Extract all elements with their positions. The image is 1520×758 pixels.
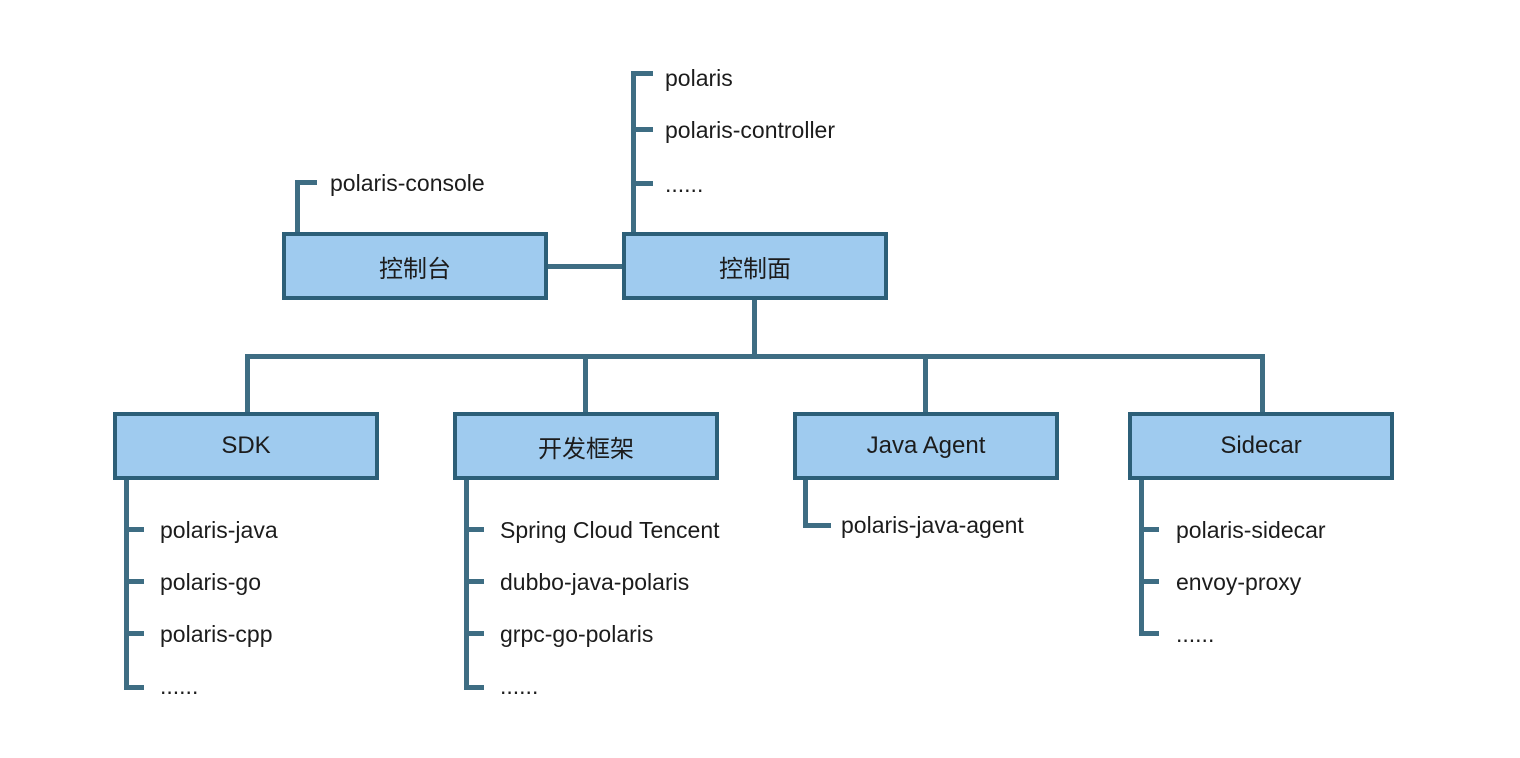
sdk-child-tick	[124, 527, 144, 532]
controlplane-child-tick	[631, 127, 653, 132]
sdk-child-label: polaris-java	[160, 517, 278, 543]
sidecar-child-label: polaris-sidecar	[1176, 517, 1326, 543]
console-children-line	[295, 180, 300, 232]
controlplane-child-tick	[631, 181, 653, 186]
node-framework-box: 开发框架	[453, 412, 719, 480]
sidecar-children-line	[1139, 480, 1144, 636]
node-sidecar-box: Sidecar	[1128, 412, 1394, 480]
sidecar-child-tick	[1139, 527, 1159, 532]
controlplane-down-stub	[752, 300, 757, 359]
framework-child-tick	[464, 631, 484, 636]
console-child-label: polaris-console	[330, 170, 485, 196]
sdk-child-label: ......	[160, 673, 199, 699]
javaagent-child-label: polaris-java-agent	[841, 512, 1024, 538]
controlplane-children-line	[631, 71, 636, 232]
node-sdk-box: SDK	[113, 412, 379, 480]
children-span-line	[245, 354, 1265, 359]
sdk-child-label: polaris-go	[160, 569, 261, 595]
sidecar-drop-stub	[1260, 354, 1265, 412]
framework-child-tick	[464, 527, 484, 532]
controlplane-child-label: ......	[665, 171, 704, 197]
framework-child-corner-tick	[464, 685, 484, 690]
javaagent-children-line	[803, 480, 808, 528]
javaagent-drop-stub	[923, 354, 928, 412]
sdk-child-label: polaris-cpp	[160, 621, 273, 647]
controlplane-child-label: polaris-controller	[665, 117, 836, 143]
framework-drop-stub	[583, 354, 588, 412]
controlplane-child-label: polaris	[665, 65, 733, 91]
sdk-children-line	[124, 480, 129, 690]
console-child-corner-tick	[295, 180, 317, 185]
javaagent-child-corner-tick	[803, 523, 831, 528]
sidecar-child-label: envoy-proxy	[1176, 569, 1302, 595]
node-controlplane-box: 控制面	[622, 232, 888, 300]
sdk-drop-stub	[245, 354, 250, 412]
framework-child-tick	[464, 579, 484, 584]
node-console-box: 控制台	[282, 232, 548, 300]
sidecar-child-tick	[1139, 579, 1159, 584]
console-controlplane-link-line	[548, 264, 622, 269]
framework-child-label: ......	[500, 673, 539, 699]
framework-child-label: Spring Cloud Tencent	[500, 517, 720, 543]
framework-child-label: grpc-go-polaris	[500, 621, 654, 647]
sidecar-child-corner-tick	[1139, 631, 1159, 636]
controlplane-child-corner-tick	[631, 71, 653, 76]
sidecar-child-label: ......	[1176, 621, 1215, 647]
sdk-child-tick	[124, 631, 144, 636]
framework-child-label: dubbo-java-polaris	[500, 569, 690, 595]
framework-children-line	[464, 480, 469, 690]
sdk-child-tick	[124, 579, 144, 584]
sdk-child-corner-tick	[124, 685, 144, 690]
node-javaagent-box: Java Agent	[793, 412, 1059, 480]
